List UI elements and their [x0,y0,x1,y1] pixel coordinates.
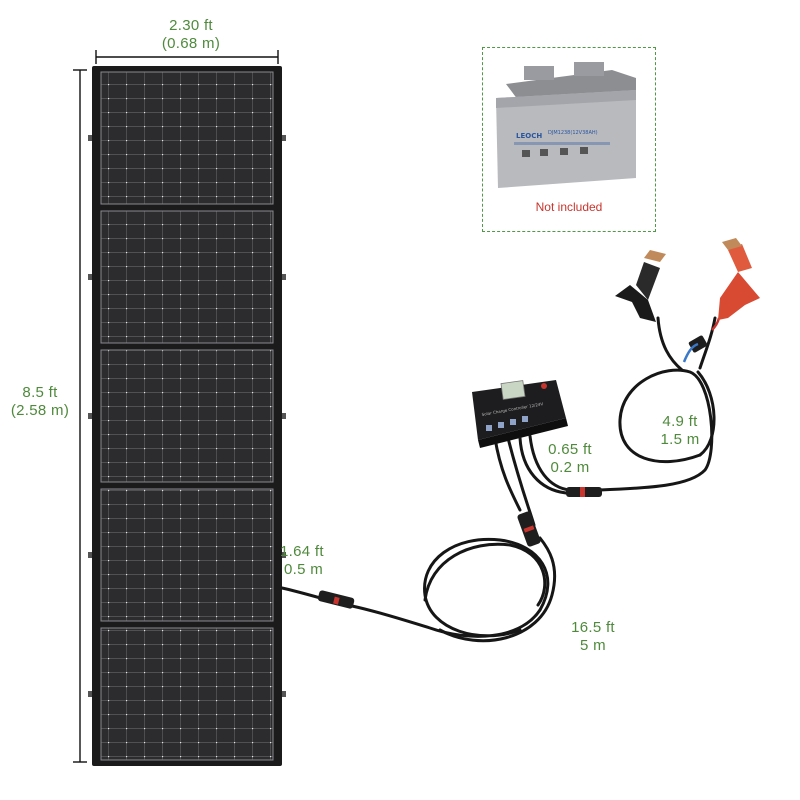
solar-panel [88,66,286,766]
extension-m-label: 5 m [580,637,606,654]
width-ft-label: 2.30 ft [169,17,213,34]
black-clamp [615,250,666,322]
controller-lead-ft-label: 0.65 ft [548,441,592,458]
battery-not-included-box: Not included [482,47,656,232]
controller-output-cable [518,316,717,495]
battery: LEOCH DJM1238(12V38AH) [496,62,636,188]
battery-model: DJM1238(12V38AH) [548,130,598,136]
width-m-label: (0.68 m) [161,35,221,52]
panel-section-5 [100,627,274,761]
battery-lead-m-label: 1.5 m [660,431,700,448]
inline-fuse [682,317,721,363]
not-included-note: Not included [535,200,603,214]
height-ft-label: 8.5 ft [22,384,58,401]
panel-lead-m-label: 0.5 m [284,561,324,578]
panel-section-1 [100,71,274,205]
extension-cable [280,436,557,643]
panel-section-3 [100,349,274,483]
width-dimension-line [95,50,279,64]
height-dimension-line [73,69,87,763]
mc4-connector-battery-lead [566,487,602,497]
extension-ft-label: 16.5 ft [571,619,615,636]
panel-lead-ft-label: 1.64 ft [280,543,324,560]
red-clamp [718,238,760,320]
battery-brand: LEOCH [516,132,542,140]
height-m-label: (2.58 m) [10,402,70,419]
mc4-connector-panel [317,590,355,609]
mc4-connector-controller [517,511,541,547]
charge-controller: Solar Charge Controller 12/24V [472,380,568,448]
panel-section-4 [100,488,274,622]
controller-lead-m-label: 0.2 m [550,459,590,476]
battery-lead-ft-label: 4.9 ft [662,413,698,430]
panel-section-2 [100,210,274,344]
